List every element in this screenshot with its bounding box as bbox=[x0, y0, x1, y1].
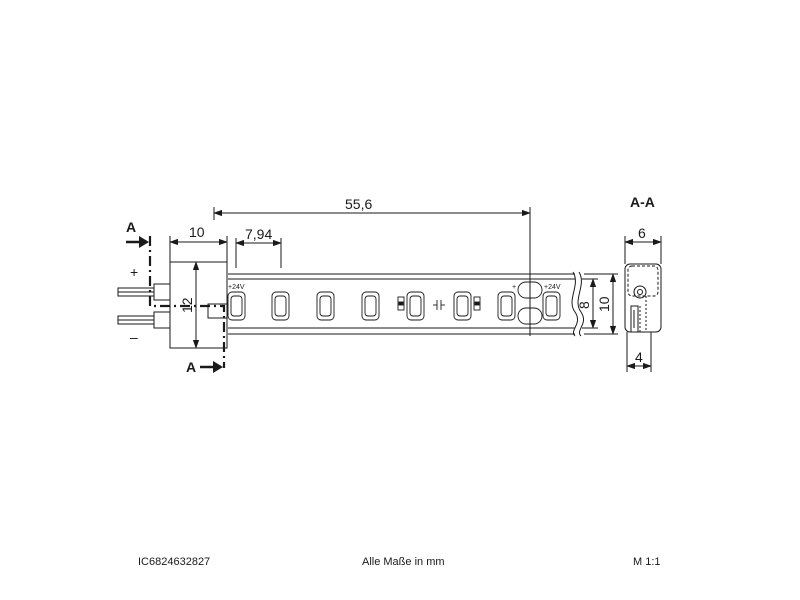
led-chip bbox=[271, 291, 290, 321]
dim-7-94: 7,94 bbox=[245, 226, 272, 242]
resistor bbox=[397, 296, 405, 311]
dim-55-6: 55,6 bbox=[345, 196, 372, 212]
led-chip bbox=[406, 291, 425, 321]
minus-sign: – bbox=[130, 329, 138, 345]
cut-plus-label: + bbox=[512, 284, 516, 291]
section-arrow-bottom bbox=[200, 361, 223, 373]
section-arrow-top bbox=[126, 236, 149, 248]
led-chip bbox=[316, 291, 335, 321]
dim-12: 12 bbox=[179, 297, 195, 313]
dim-10-strip: 10 bbox=[596, 296, 612, 312]
voltage-label-left: +24V bbox=[228, 284, 245, 291]
led-chip bbox=[227, 291, 246, 321]
article-number: IC6824632827 bbox=[138, 556, 211, 568]
section-label-bottom: A bbox=[186, 359, 196, 375]
led-chip bbox=[542, 291, 561, 321]
led-chip bbox=[361, 291, 380, 321]
wire-positive bbox=[117, 283, 171, 301]
resistor bbox=[473, 296, 481, 311]
section-view-title: A-A bbox=[630, 194, 655, 210]
units-note: Alle Maße in mm bbox=[362, 556, 445, 568]
led-chips bbox=[227, 281, 561, 325]
solder-pads bbox=[517, 281, 543, 325]
section-view bbox=[624, 236, 662, 372]
capacitor-symbol bbox=[433, 300, 445, 310]
led-chip bbox=[453, 291, 472, 321]
led-chip bbox=[497, 291, 516, 321]
voltage-label-right: +24V bbox=[544, 284, 561, 291]
wire-negative bbox=[117, 311, 171, 329]
dimension-lines bbox=[169, 207, 618, 349]
section-line bbox=[148, 236, 226, 368]
section-label-top: A bbox=[126, 219, 136, 235]
dim-4: 4 bbox=[635, 349, 643, 365]
wires bbox=[117, 283, 171, 329]
plus-sign: + bbox=[130, 264, 138, 280]
scale-label: M 1:1 bbox=[633, 556, 661, 568]
led-strip bbox=[228, 271, 585, 337]
dim-6: 6 bbox=[638, 225, 646, 241]
dim-10-connector: 10 bbox=[189, 224, 205, 240]
dim-8: 8 bbox=[576, 301, 592, 309]
